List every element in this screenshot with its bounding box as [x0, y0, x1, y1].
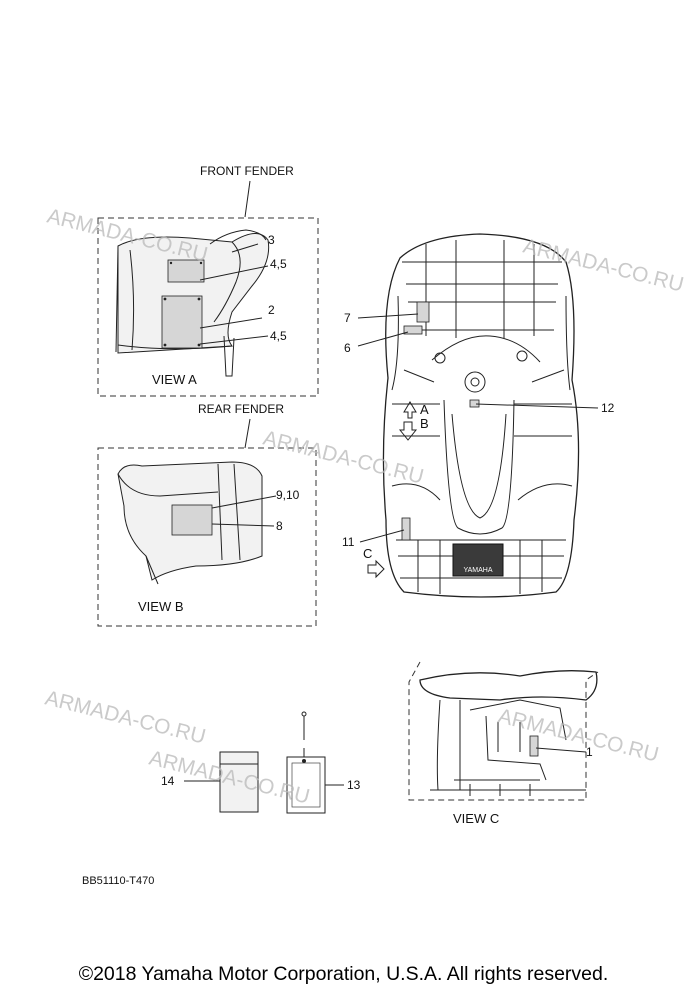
- atv-body-outline: [382, 233, 580, 598]
- view-a-marker: A: [420, 402, 429, 417]
- side-label-1: [529, 735, 539, 757]
- rear-fender-leader: [244, 418, 251, 449]
- brand-plate-text: YAMAHA: [463, 567, 492, 574]
- tags-group: 14 13: [161, 711, 361, 814]
- atv-label-7: [416, 301, 430, 323]
- callout-11: 11: [342, 535, 355, 549]
- view-b-marker: B: [420, 416, 429, 431]
- view-b-frame: [97, 447, 317, 627]
- leader-6: [357, 331, 409, 347]
- front-fender-group: FRONT FENDER 3 4,5 2 4,5 VIEW A: [97, 164, 319, 397]
- callout-4-5-upper: 4,5: [270, 257, 287, 271]
- tag-14: [219, 751, 259, 813]
- callout-13: 13: [347, 778, 361, 792]
- drawing-code: BB51110-T470: [82, 875, 154, 887]
- rear-fender-drawing: [117, 461, 263, 585]
- front-fender-drawing: [115, 229, 270, 377]
- view-a-label: VIEW A: [152, 372, 197, 387]
- copyright-notice: ©2018 Yamaha Motor Corporation, U.S.A. A…: [78, 963, 609, 985]
- view-c-group: 1 VIEW C: [408, 661, 599, 826]
- rear-fender-title: REAR FENDER: [198, 402, 284, 416]
- atv-top-view: YAMAHA A B C 7 6 12 11: [342, 233, 615, 598]
- view-c-arrow-icon: [367, 559, 385, 579]
- callout-4-5-lower: 4,5: [270, 329, 287, 343]
- callout-7: 7: [344, 311, 351, 325]
- leader-11: [359, 529, 405, 543]
- view-c-frame: [408, 661, 599, 801]
- atv-label-6: [403, 325, 423, 335]
- view-b-arrow-icon: [398, 421, 418, 441]
- leader-3: [231, 243, 259, 253]
- callout-14: 14: [161, 774, 175, 788]
- leader-12: [475, 403, 599, 409]
- leader-1: [535, 747, 587, 753]
- rear-fender-group: REAR FENDER 9,10 8 VIEW B: [97, 402, 317, 627]
- callout-2: 2: [268, 303, 275, 317]
- callout-9-10: 9,10: [276, 488, 300, 502]
- atv-label-11: [401, 517, 411, 541]
- callout-12: 12: [601, 401, 615, 415]
- callout-3: 3: [268, 233, 275, 247]
- watermark-5: ARMADA-CO.RU: [496, 705, 661, 767]
- watermark-4: ARMADA-CO.RU: [43, 687, 208, 749]
- leader-8: [211, 523, 275, 527]
- view-c-label: VIEW C: [453, 811, 499, 826]
- leader-7: [357, 313, 419, 319]
- rear-brand-plate: [452, 543, 504, 577]
- atv-label-12: [469, 399, 480, 408]
- view-b-label: VIEW B: [138, 599, 184, 614]
- callout-1: 1: [586, 745, 593, 759]
- callout-8: 8: [276, 519, 283, 533]
- watermark-2: ARMADA-CO.RU: [521, 235, 686, 297]
- view-a-arrow-icon: [403, 401, 417, 419]
- leader-2: [199, 317, 263, 329]
- front-fender-leader: [244, 180, 251, 218]
- front-label-large: [161, 295, 203, 349]
- leader-45-lower: [199, 335, 269, 345]
- leader-9-10: [211, 495, 277, 509]
- callout-6: 6: [344, 341, 351, 355]
- front-fender-title: FRONT FENDER: [200, 164, 294, 178]
- view-a-frame: [97, 217, 319, 397]
- view-c-marker: C: [363, 546, 372, 561]
- front-label-small: [167, 259, 205, 283]
- leader-45-upper: [199, 265, 269, 281]
- rear-label: [171, 504, 213, 536]
